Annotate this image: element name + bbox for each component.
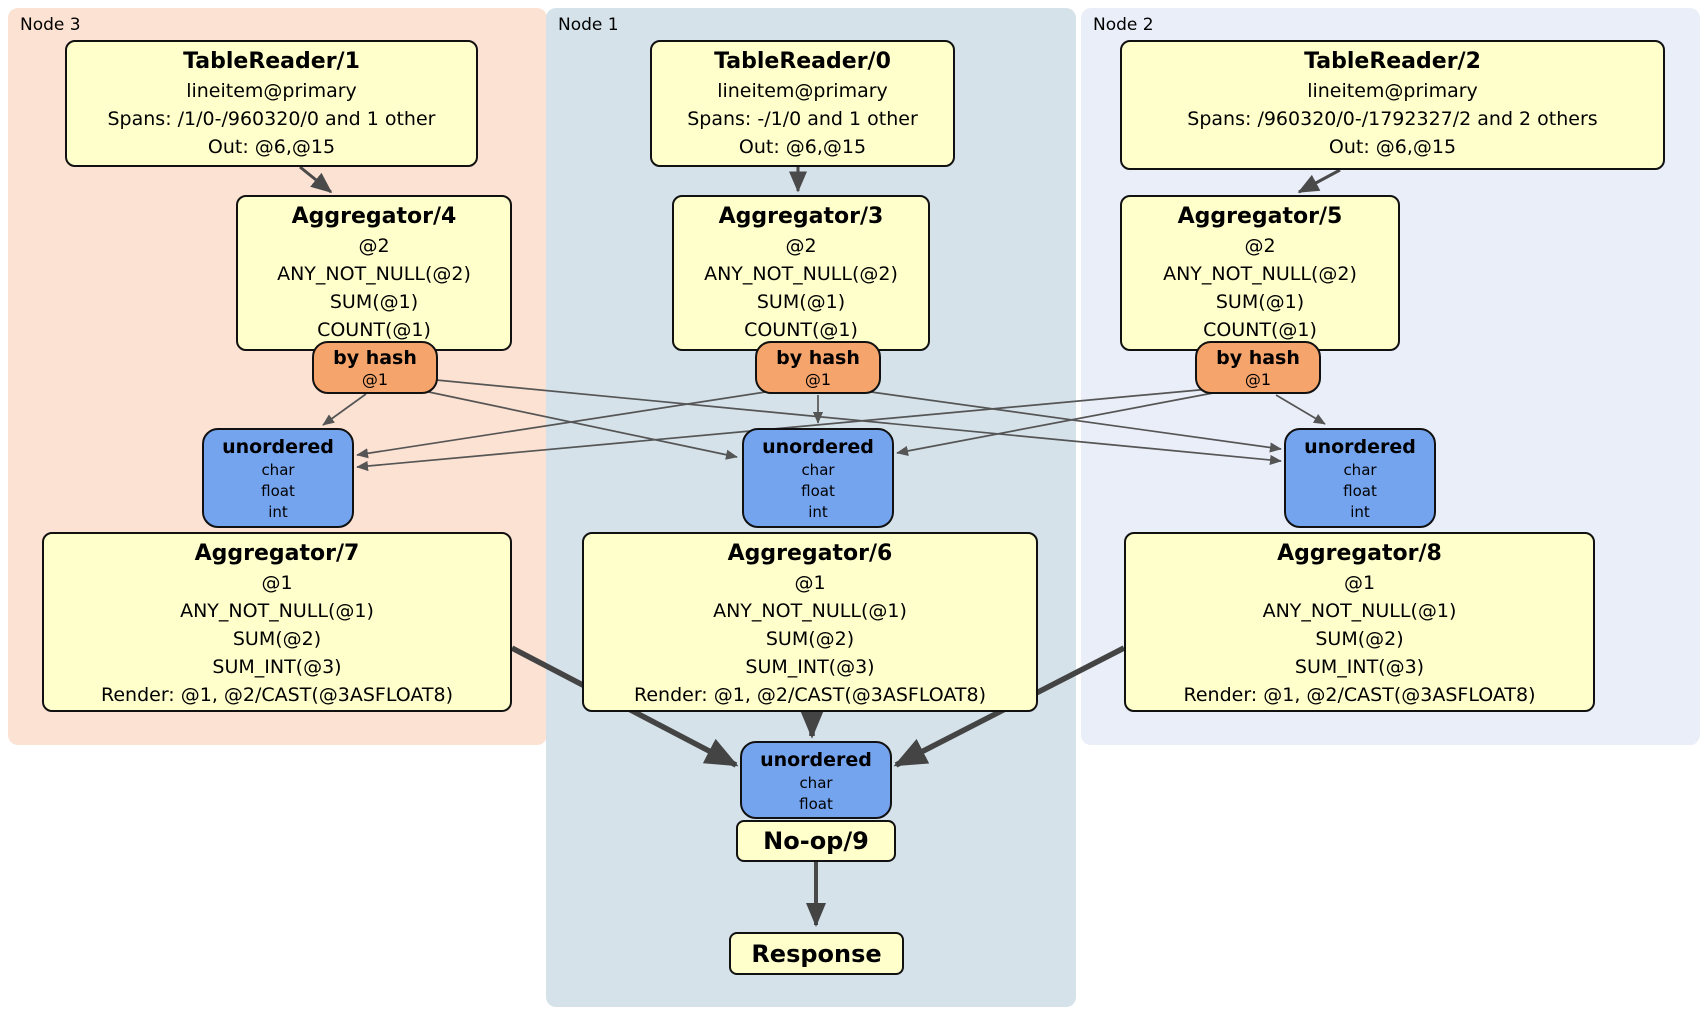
operator-line: @1 [794,572,826,594]
operator-line: Out: @6,@15 [738,136,867,158]
node2-label: Node 2 [1093,15,1154,35]
operator-line: ANY_NOT_NULL(@1) [713,600,907,622]
operator-line: @2 [1244,235,1276,257]
node1-label: Node 1 [558,15,619,35]
operator-line: SUM_INT(@3) [1294,656,1425,678]
unordered-sync-node2: unordered char float int [1284,428,1436,528]
unordered-sync-node1: unordered char float int [742,428,894,528]
sync-type: int [1350,503,1370,521]
operator-line: SUM(@2) [765,628,855,650]
unordered-sync-node3: unordered char float int [202,428,354,528]
unordered-sync-final: unordered char float [740,741,892,819]
hash-router-node1: by hash @1 [755,341,881,394]
sync-type: char [801,461,835,479]
operator-line: ANY_NOT_NULL(@1) [180,600,374,622]
router-key: @1 [804,370,832,389]
operator-line: COUNT(@1) [744,319,858,341]
aggregator-6-box: Aggregator/6 @1 ANY_NOT_NULL(@1) SUM(@2)… [582,532,1038,712]
edge-tr1-agg4 [299,165,333,194]
node3-label: Node 3 [20,15,81,35]
aggregator-7-box: Aggregator/7 @1 ANY_NOT_NULL(@1) SUM(@2)… [42,532,512,712]
operator-line: SUM(@1) [756,291,846,313]
edge-tr2-agg5 [1297,168,1341,194]
edge-hash2-sync2 [1275,394,1326,425]
sync-title: unordered [1304,436,1416,458]
sync-title: unordered [760,749,872,771]
operator-line: Render: @1, @2/CAST(@3ASFLOAT8) [634,684,986,706]
operator-line: COUNT(@1) [317,319,431,341]
router-title: by hash [1216,347,1300,369]
operator-line: Out: @6,@15 [1328,136,1457,158]
operator-line: ANY_NOT_NULL(@2) [704,263,898,285]
operator-line: lineitem@primary [717,80,888,102]
operator-line: SUM_INT(@3) [212,656,342,678]
edge-hash2-sync1 [896,392,1214,456]
operator-line: lineitem@primary [1307,80,1478,102]
operator-line: COUNT(@1) [1203,319,1317,341]
operator-line: Spans: -/1/0 and 1 other [687,108,918,130]
operator-line: Out: @6,@15 [207,136,336,158]
operator-title: Aggregator/4 [291,204,457,229]
hash-router-node3: by hash @1 [312,341,438,394]
sync-type: float [801,482,835,500]
edge-hash1-sync3 [356,390,773,459]
operator-line: @1 [1343,572,1376,594]
operator-line: ANY_NOT_NULL(@2) [1163,263,1357,285]
operator-title: TableReader/1 [183,49,360,74]
table-reader-2-box: TableReader/2 lineitem@primary Spans: /9… [1120,40,1665,170]
table-reader-0-box: TableReader/0 lineitem@primary Spans: -/… [650,40,955,167]
operator-title: TableReader/2 [1304,49,1481,74]
operator-title: Aggregator/3 [718,204,884,229]
edge-hash3-sync3 [322,393,367,426]
operator-line: SUM(@2) [1315,628,1404,650]
hash-router-node2: by hash @1 [1195,341,1321,394]
operator-line: lineitem@primary [186,80,357,102]
router-title: by hash [776,347,860,369]
operator-line: Render: @1, @2/CAST(@3ASFLOAT8) [1183,684,1536,706]
noop-box: No-op/9 [736,820,896,862]
sync-type: char [799,774,833,792]
operator-line: Spans: /960320/0-/1792327/2 and 2 others [1187,108,1598,130]
sync-type: char [261,461,295,479]
sync-type: int [268,503,288,521]
sync-type: float [261,482,295,500]
table-reader-1-box: TableReader/1 lineitem@primary Spans: /1… [65,40,478,167]
operator-title: Response [751,939,882,968]
operator-line: @2 [785,235,817,257]
router-key: @1 [1244,370,1272,389]
operator-line: @2 [358,235,390,257]
operator-line: SUM(@1) [1215,291,1305,313]
operator-title: TableReader/0 [714,49,891,74]
operator-line: SUM_INT(@3) [745,656,875,678]
sync-type: float [799,795,833,813]
sync-title: unordered [222,436,334,458]
operator-line: ANY_NOT_NULL(@1) [1262,600,1457,622]
router-title: by hash [333,347,417,369]
sync-title: unordered [762,436,874,458]
operator-line: SUM(@1) [329,291,419,313]
sync-type: char [1343,461,1377,479]
aggregator-4-box: Aggregator/4 @2 ANY_NOT_NULL(@2) SUM(@1)… [236,195,512,351]
operator-line: SUM(@2) [232,628,322,650]
aggregator-3-box: Aggregator/3 @2 ANY_NOT_NULL(@2) SUM(@1)… [672,195,930,351]
operator-title: No-op/9 [763,827,869,855]
aggregator-8-box: Aggregator/8 @1 ANY_NOT_NULL(@1) SUM(@2)… [1124,532,1595,712]
operator-title: Aggregator/7 [194,541,360,566]
operator-title: Aggregator/6 [727,541,893,566]
sync-type: float [1343,482,1377,500]
operator-line: @1 [261,572,293,594]
sync-type: int [808,503,828,521]
response-box: Response [729,932,904,975]
aggregator-5-box: Aggregator/5 @2 ANY_NOT_NULL(@2) SUM(@1)… [1120,195,1400,351]
operator-title: Aggregator/8 [1277,541,1442,566]
operator-line: Spans: /1/0-/960320/0 and 1 other [107,108,436,130]
operator-line: ANY_NOT_NULL(@2) [277,263,471,285]
router-key: @1 [361,370,389,389]
edge-hash3-sync1 [423,390,738,460]
operator-title: Aggregator/5 [1177,204,1343,229]
operator-line: Render: @1, @2/CAST(@3ASFLOAT8) [101,684,453,706]
